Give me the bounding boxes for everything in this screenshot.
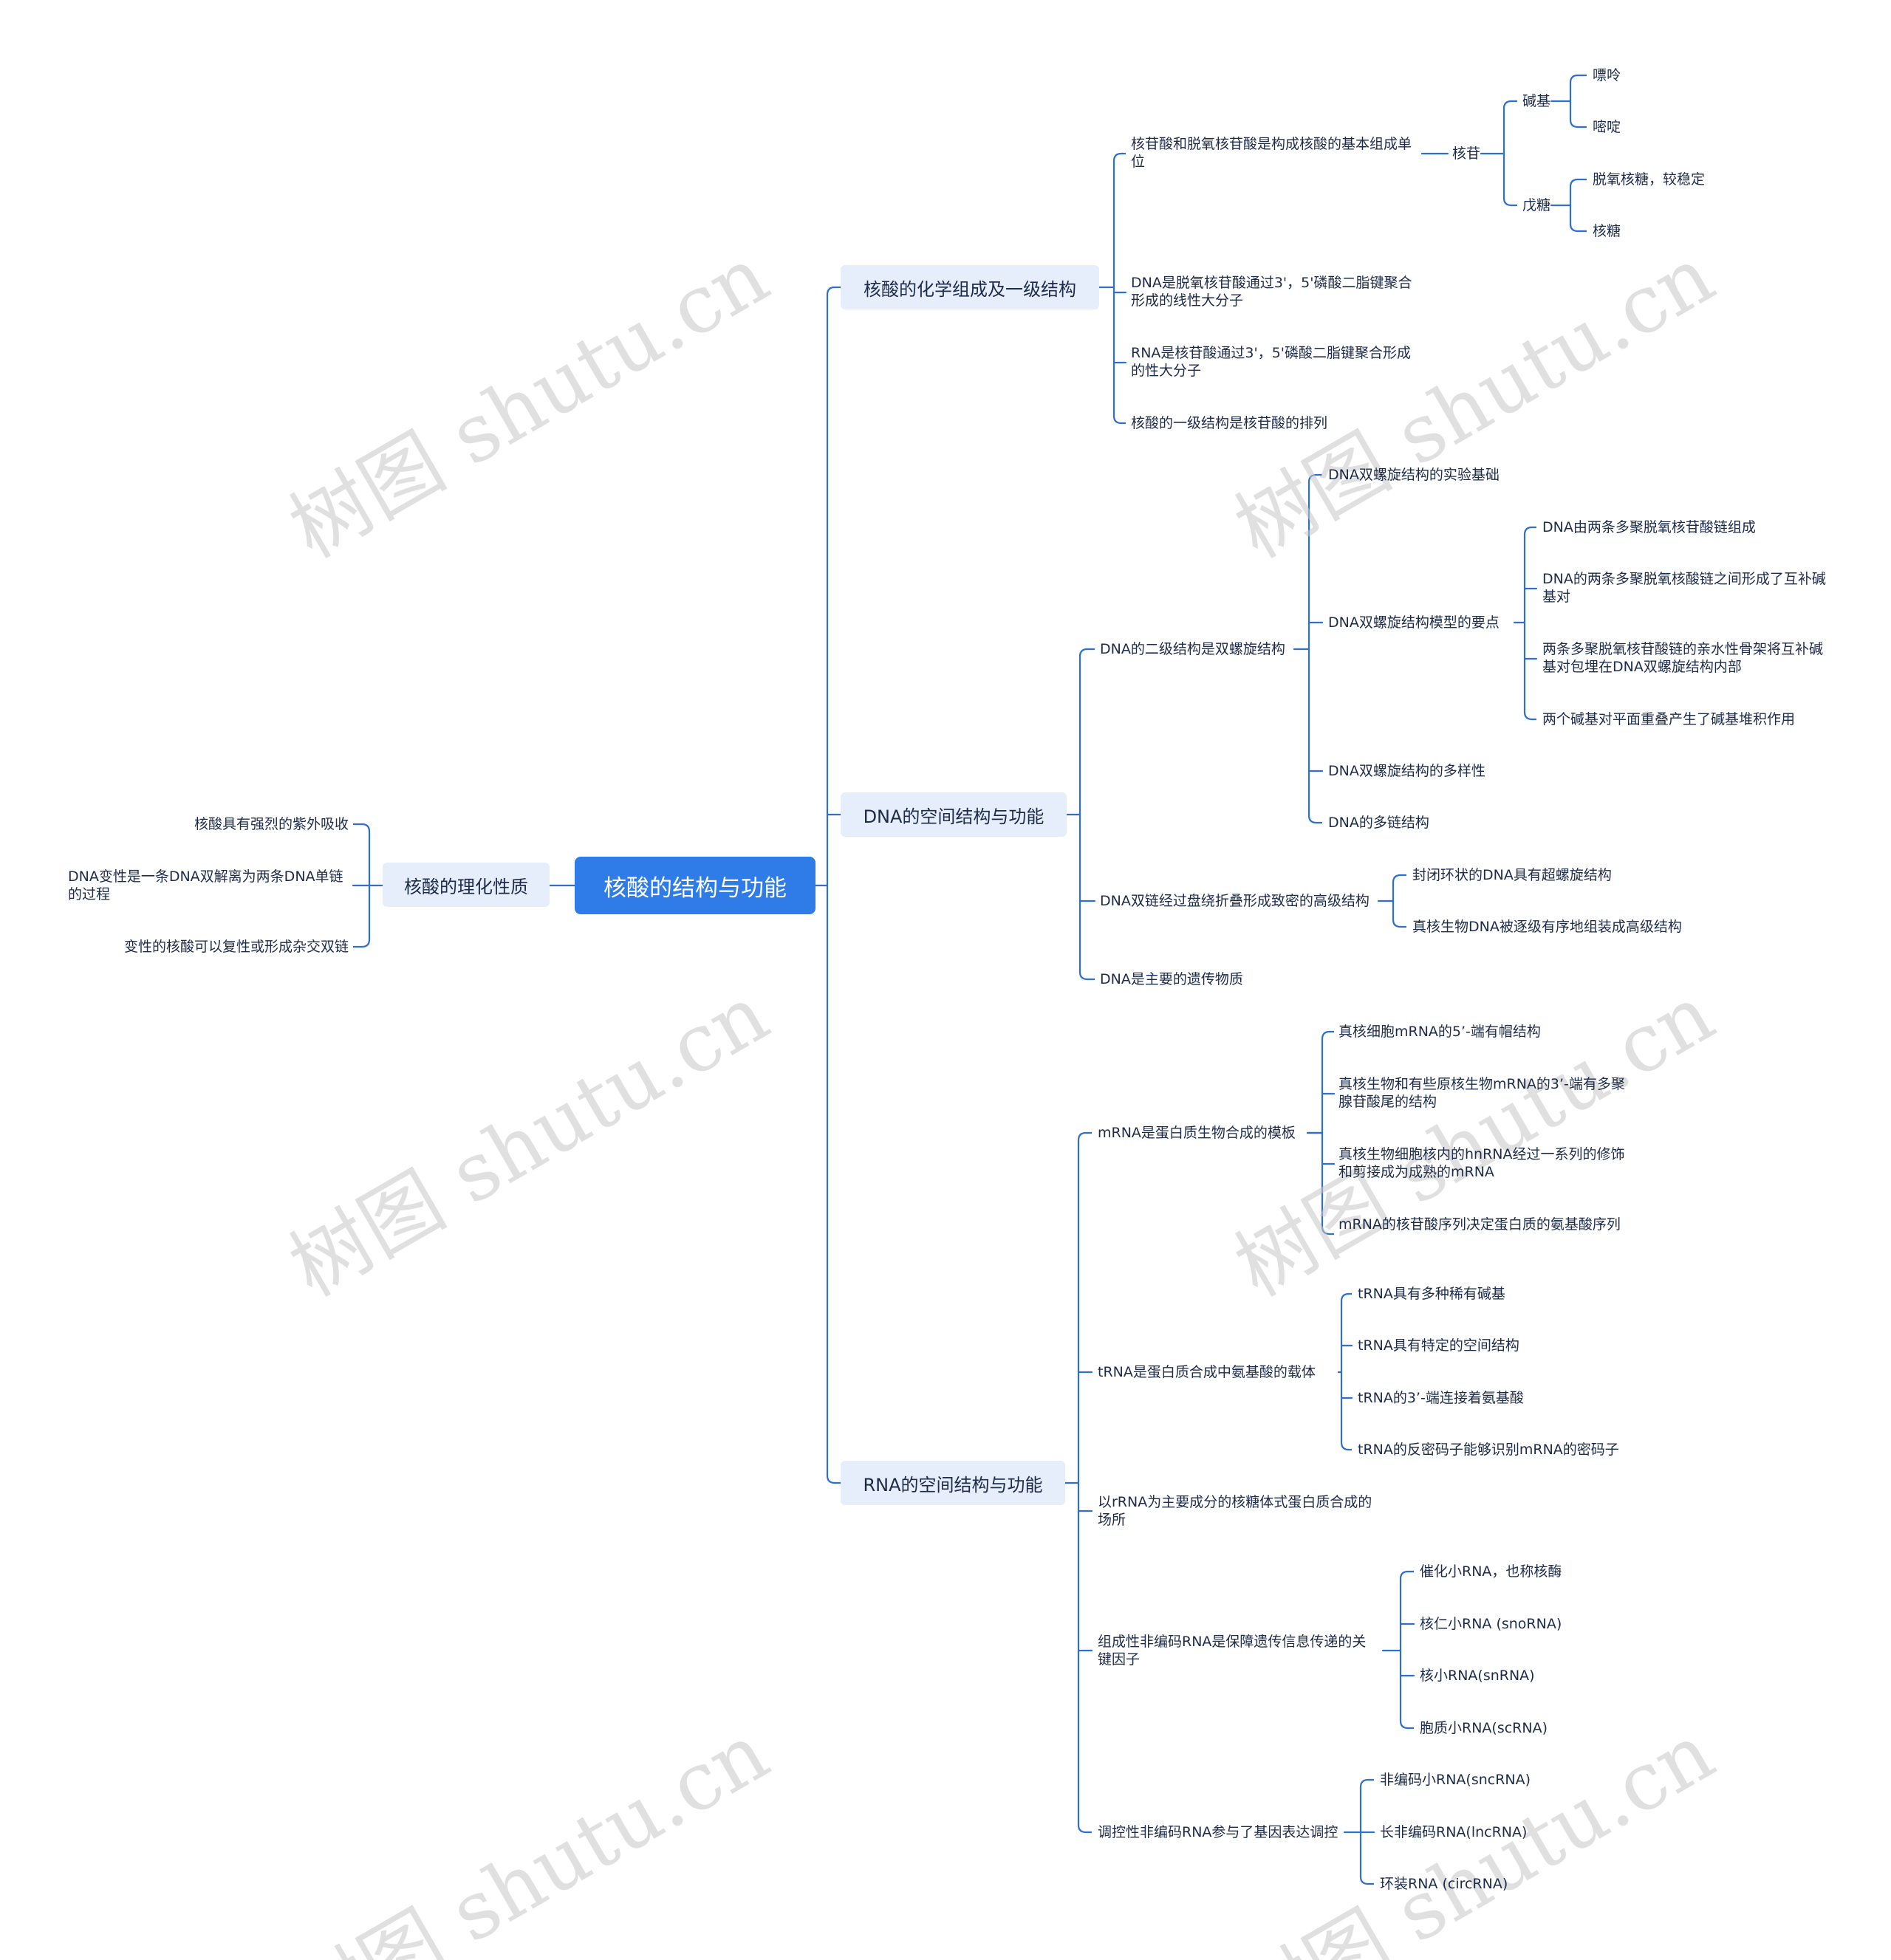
connector [1321,1226,1334,1236]
connector [1307,815,1322,824]
node-mrna-1[interactable]: 真核细胞mRNA的5’-端有帽结构 [1338,1024,1541,1040]
node-helix-experimental-basis[interactable]: DNA双螺旋结构的实验基础 [1328,467,1500,483]
node-reg-3[interactable]: 环装RNA (circRNA) [1380,1876,1508,1892]
leaf-denaturation[interactable]: DNA变性是一条DNA双解离为两条DNA单链的过程 [68,868,343,902]
node-model-point-4[interactable]: 两个碱基对平面重叠产生了碱基堆积作用 [1542,711,1796,727]
node-multi-strand[interactable]: DNA的多链结构 [1328,815,1429,831]
node-trna-3[interactable]: tRNA的3’-端连接着氨基酸 [1358,1390,1524,1406]
node-purine[interactable]: 嘌呤 [1593,67,1621,83]
connector [1523,526,1536,535]
connector [1359,1876,1374,1885]
node-dna-linear[interactable]: DNA是脱氧核苷酸通过3'，5'磷酸二脂键聚合形成的线性大分子 [1131,275,1412,309]
connector [1399,1570,1414,1580]
connector [1077,1824,1092,1834]
connector [826,1475,841,1484]
connector [353,939,371,948]
connector [1307,473,1322,483]
connector [1321,1030,1334,1040]
connector [1077,1131,1092,1141]
node-supercoil[interactable]: 封闭环状的DNA具有超螺旋结构 [1412,867,1612,883]
node-pyrimidine[interactable]: 嘧啶 [1593,119,1621,135]
node-mrna[interactable]: mRNA是蛋白质生物合成的模板 [1098,1125,1296,1141]
node-primary-structure[interactable]: 核酸的一级结构是核苷酸的排列 [1131,415,1328,431]
node-rrna[interactable]: 以rRNA为主要成分的核糖体式蛋白质合成的场所 [1098,1494,1372,1528]
connector [353,823,371,832]
node-helix-model-points[interactable]: DNA双螺旋结构模型的要点 [1328,614,1500,631]
branch-chemical-composition[interactable]: 核酸的化学组成及一级结构 [841,265,1099,309]
connector [1569,223,1587,233]
connector [1502,197,1517,207]
node-trna-4[interactable]: tRNA的反密码子能够识别mRNA的密码子 [1358,1442,1619,1458]
node-reg-1[interactable]: 非编码小RNA(sncRNA) [1380,1772,1531,1788]
connector [1340,1292,1352,1302]
node-ribose[interactable]: 核糖 [1593,223,1621,239]
node-trna-1[interactable]: tRNA具有多种稀有碱基 [1358,1286,1505,1302]
node-ncrna-4[interactable]: 胞质小RNA(scRNA) [1420,1720,1548,1736]
node-higher-order[interactable]: DNA双链经过盘绕折叠形成致密的高级结构 [1100,893,1369,909]
connector [1112,415,1126,425]
connector [1569,74,1587,83]
node-base[interactable]: 碱基 [1522,93,1551,109]
branch-physicochemical[interactable]: 核酸的理化性质 [383,863,550,907]
node-constitutive-ncrna[interactable]: 组成性非编码RNA是保障遗传信息传递的关键因子 [1098,1634,1367,1668]
connector [1523,711,1536,721]
node-double-helix[interactable]: DNA的二级结构是双螺旋结构 [1100,641,1285,657]
node-nucleoside[interactable]: 核苷 [1452,145,1481,162]
branch-dna-structure[interactable]: DNA的空间结构与功能 [841,792,1067,837]
leaf-uv-absorption[interactable]: 核酸具有强烈的紫外吸收 [194,816,349,832]
connector [1392,919,1406,928]
connector [1502,100,1517,109]
node-trna-2[interactable]: tRNA具有特定的空间结构 [1358,1337,1519,1354]
connector [1399,1720,1414,1730]
connector [826,286,841,295]
branch-rna-structure[interactable]: RNA的空间结构与功能 [841,1461,1065,1505]
connector [1078,971,1095,981]
node-model-point-1[interactable]: DNA由两条多聚脱氧核苷酸链组成 [1542,519,1756,535]
connector [1569,119,1587,129]
node-model-point-3[interactable]: 两条多聚脱氧核苷酸链的亲水性骨架将互补碱基对包埋在DNA双螺旋结构内部 [1542,641,1824,675]
node-deoxyribose[interactable]: 脱氧核糖，较稳定 [1593,171,1706,188]
connector [1340,1442,1352,1451]
node-eukaryotic-packaging[interactable]: 真核生物DNA被逐级有序地组装成高级结构 [1412,919,1682,935]
node-mrna-4[interactable]: mRNA的核苷酸序列决定蛋白质的氨基酸序列 [1338,1216,1621,1233]
node-nucleotide-units[interactable]: 核苷酸和脱氧核苷酸是构成核酸的基本组成单位 [1131,136,1412,170]
node-mrna-3[interactable]: 真核生物细胞核内的hnRNA经过一系列的修饰和剪接成为成熟的mRNA [1338,1146,1625,1180]
connector [1112,152,1126,162]
node-model-point-2[interactable]: DNA的两条多聚脱氧核酸链之间形成了互补碱基对 [1542,571,1826,605]
node-helix-diversity[interactable]: DNA双螺旋结构的多样性 [1328,763,1485,779]
node-regulatory-ncrna[interactable]: 调控性非编码RNA参与了基因表达调控 [1098,1824,1338,1840]
connector [1569,178,1587,188]
node-ncrna-3[interactable]: 核小RNA(snRNA) [1420,1668,1535,1684]
connector [1392,874,1406,883]
node-pentose[interactable]: 戊糖 [1522,197,1551,213]
node-ncrna-1[interactable]: 催化小RNA，也称核酶 [1420,1563,1562,1580]
node-mrna-2[interactable]: 真核生物和有些原核生物mRNA的3’-端有多聚腺苷酸尾的结构 [1338,1076,1625,1110]
node-ncrna-2[interactable]: 核仁小RNA (snoRNA) [1420,1616,1562,1632]
root-topic[interactable]: 核酸的结构与功能 [575,857,815,914]
node-trna[interactable]: tRNA是蛋白质合成中氨基酸的载体 [1098,1364,1316,1380]
node-reg-2[interactable]: 长非编码RNA(lncRNA) [1380,1824,1528,1840]
leaf-renaturation[interactable]: 变性的核酸可以复性或形成杂交双链 [123,939,349,955]
node-rna-linear[interactable]: RNA是核苷酸通过3'，5'磷酸二脂键聚合形成的性大分子 [1131,345,1412,379]
connector [1078,648,1095,657]
node-genetic-material[interactable]: DNA是主要的遗传物质 [1100,971,1243,987]
connector [1359,1778,1374,1788]
